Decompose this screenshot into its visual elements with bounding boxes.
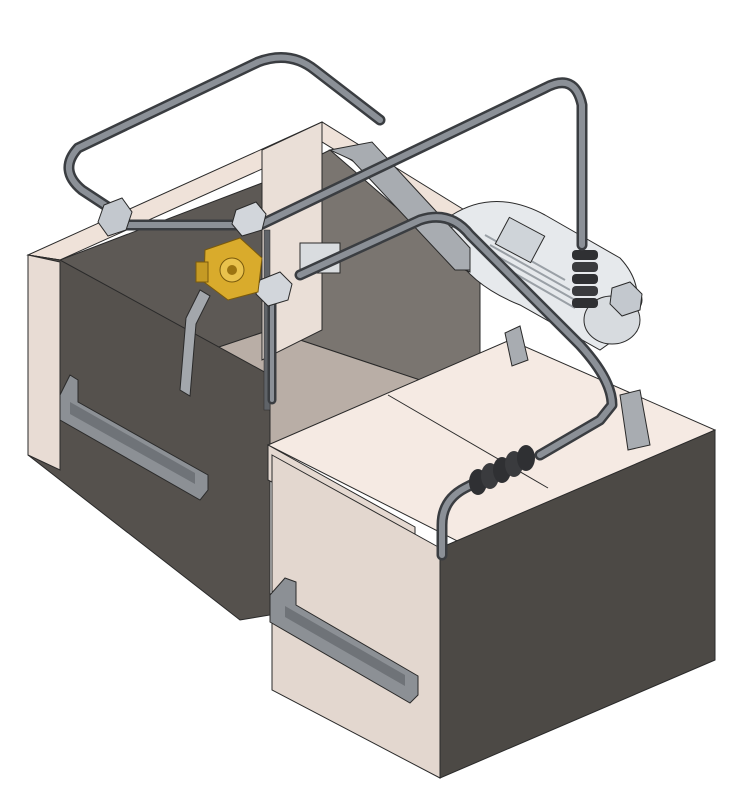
bracket-top (328, 141, 471, 271)
fitting-nut-valve-top (231, 201, 267, 237)
pump-bellows (572, 250, 598, 308)
left-tank-left-face (27, 254, 61, 471)
valve-lever (179, 289, 211, 397)
bracket-right-a (504, 325, 529, 367)
right-tank-lid-seam (387, 394, 549, 489)
right-tank-side-face (439, 429, 716, 779)
bracket-right-b (619, 389, 651, 451)
fitting-nut-valve-right (255, 271, 293, 307)
valve-stem (195, 261, 209, 283)
motor-terminal-box (494, 216, 546, 264)
pipe-fittings (97, 197, 643, 317)
fitting-nut-left (97, 197, 133, 237)
fitting-nut-pump (609, 281, 643, 317)
right-tank-handle-inner (285, 606, 405, 686)
brass-valve (179, 237, 263, 397)
pipe-bellows (469, 445, 535, 495)
piping (63, 52, 618, 561)
left-tank-handle-inner (70, 402, 195, 484)
right-tank (266, 339, 717, 779)
motor-pump (451, 201, 643, 351)
